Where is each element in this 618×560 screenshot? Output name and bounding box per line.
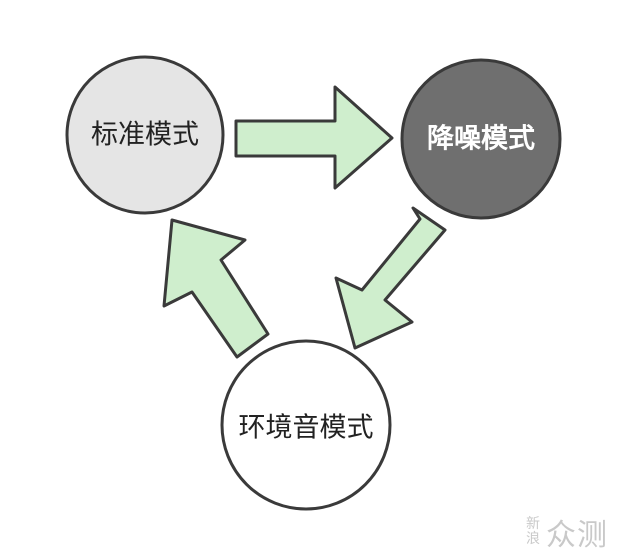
node-ambient-label: 环境音模式: [239, 413, 374, 444]
node-ambient: [220, 339, 392, 511]
watermark-line2: 浪: [526, 531, 540, 547]
watermark-line1: 新: [526, 516, 540, 532]
watermark-brand: 众测: [546, 518, 608, 553]
arrow-standard-to-noise-cancel: [234, 85, 394, 190]
watermark-stack: 新 浪: [526, 517, 540, 547]
node-noise-cancel: [400, 58, 562, 220]
node-standard: [65, 55, 225, 215]
node-noise-cancel-label: 降噪模式: [427, 124, 535, 155]
watermark: 新 浪 众测: [526, 510, 608, 554]
node-standard-label: 标准模式: [91, 120, 199, 151]
arrow-ambient-to-standard: [162, 218, 270, 359]
arrow-noise-cancel-to-ambient: [334, 206, 447, 350]
